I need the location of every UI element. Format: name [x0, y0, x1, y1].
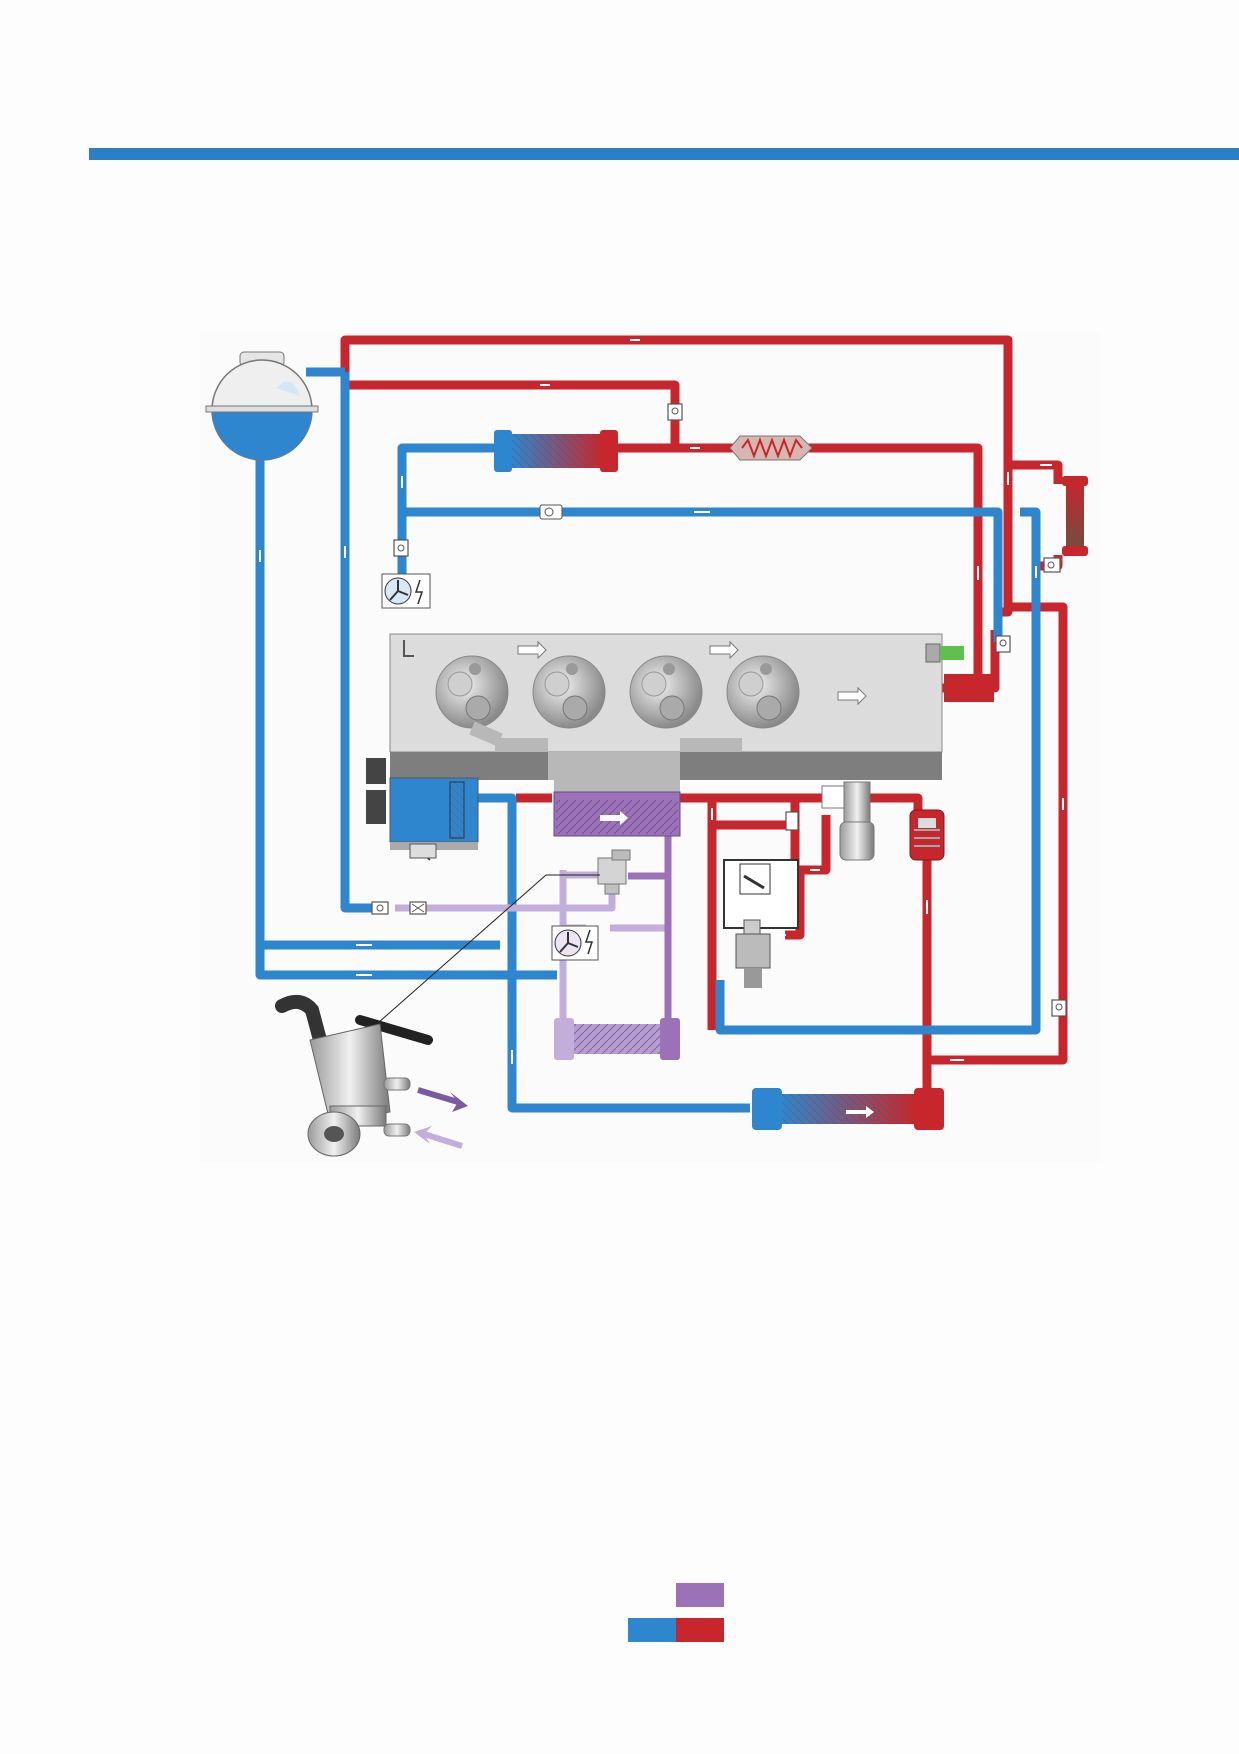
temperature-sensor: [735, 919, 771, 988]
cylinder-3: [629, 655, 703, 729]
heater-valve: [723, 859, 799, 929]
legend-swatch-cold: [628, 1618, 676, 1642]
coolant-outlet-housing: [944, 674, 994, 702]
flow-arrows-block: [517, 640, 867, 706]
legend-swatch-turbo: [676, 1583, 724, 1607]
callout-line: [369, 874, 547, 1031]
transmission-oil-cooler: [1062, 476, 1088, 556]
cold-circuit: [255, 367, 1041, 1113]
main-radiator: [752, 1088, 944, 1130]
turbo-circuit-hot: [628, 800, 672, 1020]
engine-block: [389, 633, 964, 792]
cylinder-1: [435, 655, 509, 747]
cylinder-2: [532, 655, 606, 729]
valve-glyphs: [376, 407, 1063, 1011]
exhaust-cooler: [729, 435, 813, 461]
pipe-arrows: [259, 339, 1064, 1064]
header-bar: [89, 148, 1239, 160]
auxiliary-check-valve: [539, 504, 563, 520]
egr-valve: [821, 781, 875, 861]
heater-core: [494, 430, 618, 472]
legend-swatch-hot: [676, 1618, 724, 1642]
coolant-pump: [366, 758, 479, 861]
turbo-valve: [597, 849, 631, 895]
turbo-radiator: [554, 1018, 680, 1060]
thermostat: [909, 809, 945, 861]
auxiliary-pump: [381, 573, 431, 609]
turbocharger: [553, 791, 681, 837]
expansion-tank: [205, 351, 319, 461]
turbo-valve-inset: [275, 994, 468, 1157]
turbo-pump: [551, 925, 599, 961]
bleed-icon: [403, 640, 414, 657]
cylinder-4: [726, 655, 800, 729]
